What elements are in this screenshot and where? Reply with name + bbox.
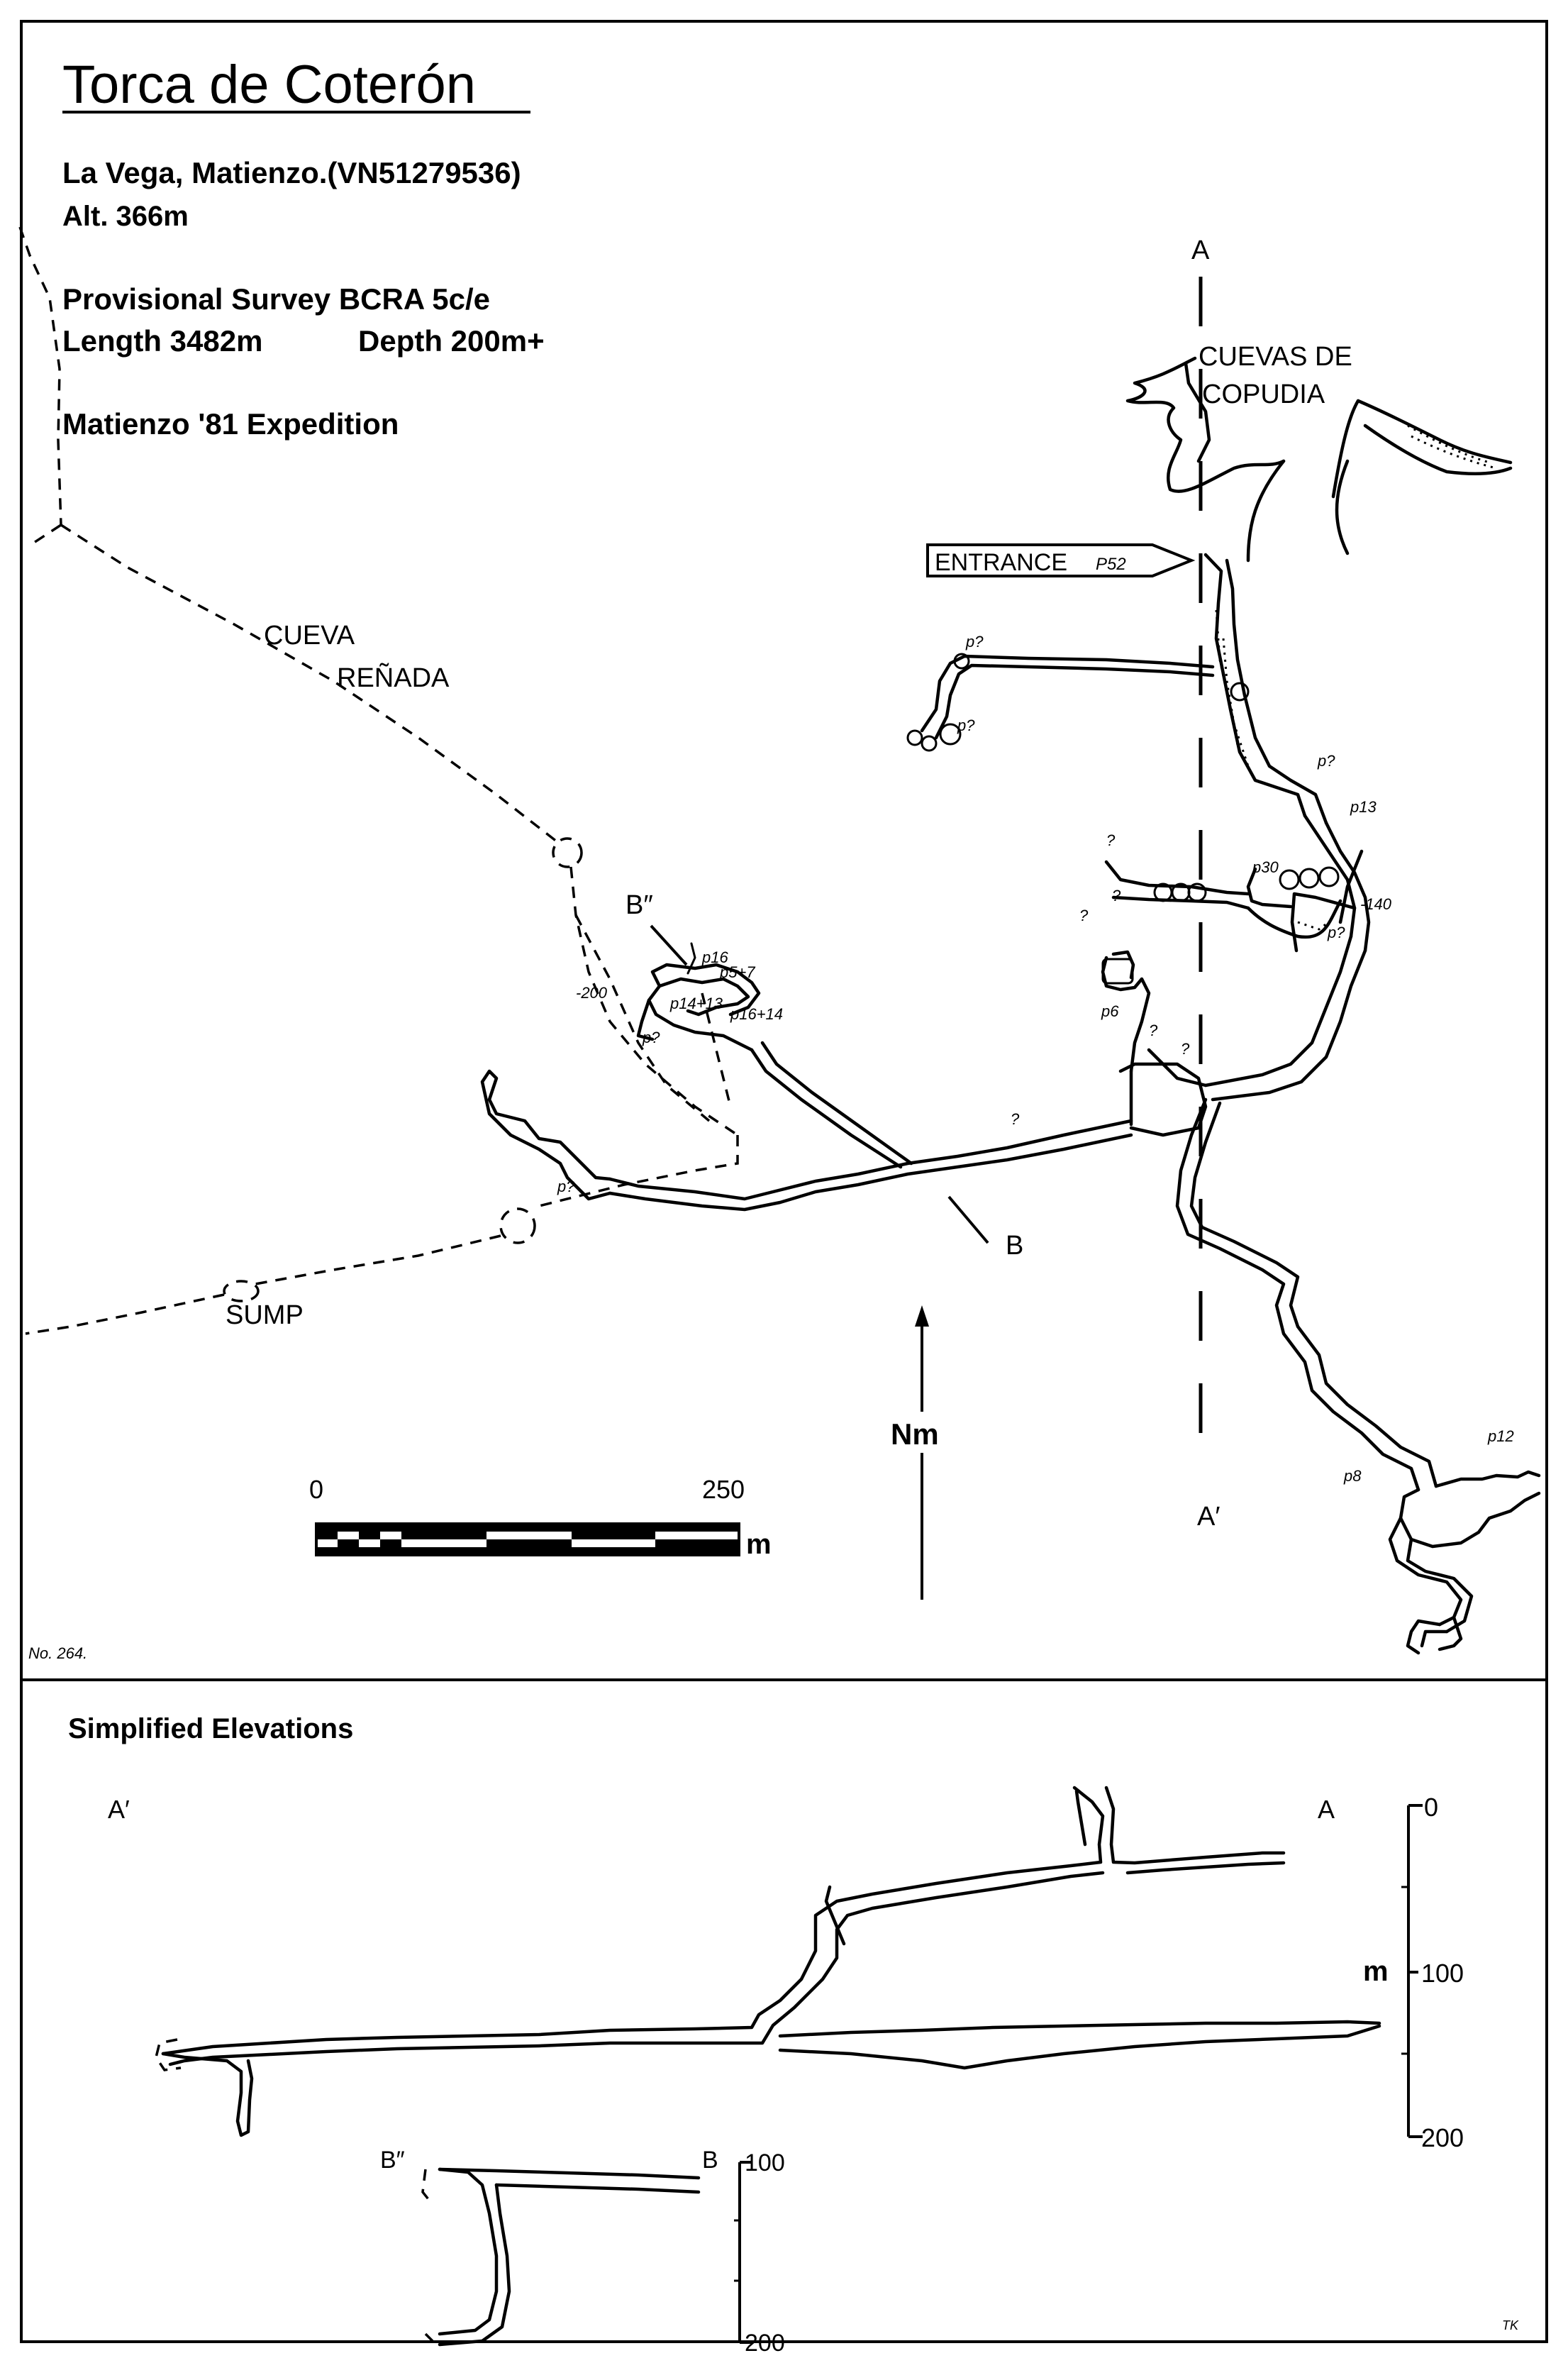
survey-grade-text: Provisional Survey BCRA 5c/e xyxy=(62,282,490,316)
cueva-label: CUEVA xyxy=(264,621,355,651)
scale-bar xyxy=(315,1522,740,1556)
question-annotation: ? xyxy=(1106,831,1116,849)
pitch-6-annotation: p6 xyxy=(1101,1002,1119,1020)
copudia-label: COPUDIA xyxy=(1202,380,1325,409)
north-arrow xyxy=(886,1305,957,1600)
cueva-renada-outline xyxy=(18,226,739,1335)
depth-140-annotation: -140 xyxy=(1360,895,1392,913)
cuevas-de-copudia-passages xyxy=(1125,356,1513,563)
expedition-text: Matienzo '81 Expedition xyxy=(62,407,399,441)
entrance-pitch-label: P52 xyxy=(1096,555,1126,574)
drawing-number: No. 264. xyxy=(28,1644,87,1662)
elevation-a-tick-0: 0 xyxy=(1424,1793,1438,1822)
elevation-b-tick-100: 100 xyxy=(745,2149,785,2176)
section-b-double-prime-label: B″ xyxy=(625,890,653,920)
scale-unit-label: m xyxy=(746,1529,772,1560)
pitch-16-annotation: p16 xyxy=(701,948,728,966)
question-annotation: ? xyxy=(1112,887,1121,904)
question-annotation: ? xyxy=(1079,907,1089,924)
pitch-unknown-annotation: p? xyxy=(957,716,975,734)
pitch-14-13-annotation: p14+13 xyxy=(669,995,723,1012)
elevation-a-passages xyxy=(155,1786,1381,2137)
elevation-b-label: B xyxy=(702,2147,718,2174)
plan-annotations: p? p? p? p13 ? ? p30 -140 p? ? p6 ? ? ? … xyxy=(557,633,1514,1485)
entrance-marker: ENTRANCE P52 xyxy=(926,543,1196,577)
pitch-8-annotation: p8 xyxy=(1343,1467,1362,1485)
pitch-13-annotation: p13 xyxy=(1350,798,1377,816)
pitch-30-annotation: p30 xyxy=(1252,858,1279,876)
depth-200-annotation: -200 xyxy=(576,984,608,1002)
sump-label: SUMP xyxy=(226,1300,304,1330)
scale-start-label: 0 xyxy=(309,1475,323,1504)
section-a-label: A xyxy=(1191,236,1210,265)
elevations-heading: Simplified Elevations xyxy=(68,1713,353,1744)
elevation-b-double-prime-label: B″ xyxy=(380,2147,405,2174)
elevation-depth-unit: m xyxy=(1363,1956,1389,1987)
length-text: Length 3482m xyxy=(62,324,262,358)
pitch-16-14-annotation: p16+14 xyxy=(730,1005,783,1023)
section-line-b-double-prime xyxy=(650,924,688,966)
renada-label: REÑADA xyxy=(337,663,450,693)
section-line-b xyxy=(947,1195,989,1244)
elevation-a-depth-scale xyxy=(1401,1804,1423,2138)
pitch-unknown-annotation: p? xyxy=(1317,752,1335,770)
scale-end-label: 250 xyxy=(702,1475,745,1504)
pitch-unknown-annotation: p? xyxy=(557,1178,575,1195)
north-label: Nm xyxy=(891,1417,939,1451)
pitch-12-annotation: p12 xyxy=(1487,1427,1514,1445)
location-text: La Vega, Matienzo.(VN51279536) xyxy=(62,156,521,189)
elevation-b-depth-scale xyxy=(734,2161,752,2344)
question-annotation: ? xyxy=(1011,1110,1020,1128)
draughtsman-initials: TK xyxy=(1502,2318,1519,2332)
survey-title: Torca de Coterón xyxy=(62,55,476,115)
elevation-a-prime-label: A′ xyxy=(108,1795,130,1824)
elevation-b-tick-200: 200 xyxy=(745,2330,785,2357)
depth-text: Depth 200m+ xyxy=(358,324,545,358)
pitch-unknown-annotation: p? xyxy=(1327,924,1345,941)
pitch-unknown-annotation: p? xyxy=(965,633,984,651)
elevation-a-label: A xyxy=(1318,1795,1335,1824)
elevation-a-tick-200: 200 xyxy=(1421,2123,1464,2152)
section-a-prime-label: A′ xyxy=(1197,1502,1220,1532)
coteron-plan-passages xyxy=(480,553,1541,1655)
sheet-border xyxy=(20,20,1548,2343)
elevation-b-passages xyxy=(421,2167,701,2347)
altitude-text: Alt. 366m xyxy=(62,201,189,232)
pitch-5-7-annotation: p5+7 xyxy=(719,963,755,981)
question-annotation: ? xyxy=(1181,1040,1190,1058)
elevation-a-tick-100: 100 xyxy=(1421,1959,1464,1988)
section-b-label: B xyxy=(1006,1231,1023,1261)
pitch-unknown-annotation: p? xyxy=(642,1029,660,1046)
cuevas-de-label: CUEVAS DE xyxy=(1199,342,1352,372)
question-annotation: ? xyxy=(1149,1022,1158,1039)
entrance-label: ENTRANCE xyxy=(935,549,1067,576)
